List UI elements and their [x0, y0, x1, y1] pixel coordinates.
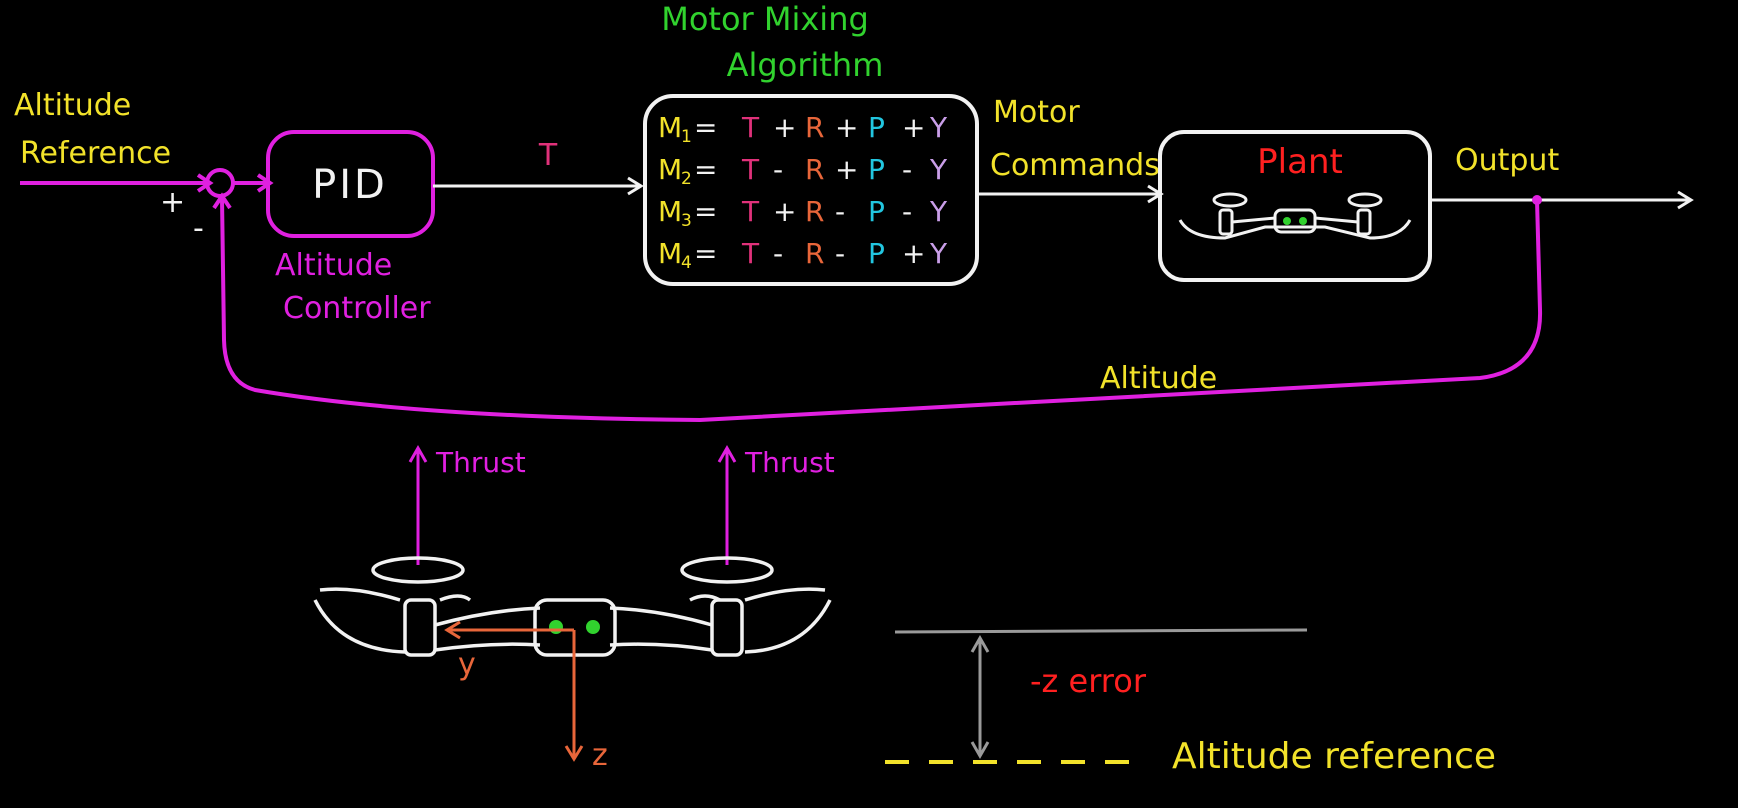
drone-light-left [549, 620, 563, 634]
equation-motor-subscript-4: 4 [681, 253, 692, 273]
drone-illustration [313, 556, 832, 657]
mixing-block [643, 94, 979, 286]
reference-label: Altitude reference [1172, 736, 1496, 777]
axis-z-label: z [592, 738, 608, 773]
pid-caption-line1: Altitude [275, 248, 392, 283]
equation-4-term-2: T [741, 237, 760, 270]
summer-plus: + [160, 185, 185, 220]
pid-block [266, 130, 435, 238]
equation-3-term-6: P [868, 195, 885, 228]
equation-4-term-1: = [694, 237, 717, 270]
plant-block [1158, 130, 1432, 282]
feedback-path [220, 197, 1543, 423]
motor-commands-line1: Motor [993, 95, 1080, 130]
equation-3-term-3: + [773, 195, 796, 228]
equation-4-term-3: - [773, 237, 783, 270]
equation-4-term-4: R [805, 237, 824, 270]
plant-drone-icon [1178, 192, 1412, 240]
equation-motor-4: M [658, 237, 682, 270]
equation-4-term-7: + [902, 237, 925, 270]
thrust-left-label: Thrust [435, 446, 526, 479]
equation-1-term-1: = [694, 111, 717, 144]
equation-4-term-6: P [868, 237, 885, 270]
equation-3-term-5: - [835, 195, 845, 228]
equation-motor-subscript-2: 2 [681, 169, 692, 189]
axis-y-label: y [458, 647, 476, 682]
feedback-arrowhead [212, 192, 232, 210]
equation-1-term-3: + [773, 111, 796, 144]
equation-2-term-1: = [694, 153, 717, 186]
equation-2-term-5: + [835, 153, 858, 186]
mixing-equations: M1=T+R+P+YM2=T-R+P-YM3=T+R-P-YM4=T-R-P+Y [658, 111, 948, 273]
equation-2-term-7: - [902, 153, 912, 186]
error-arrow-bottom-head [970, 741, 990, 760]
equation-4-term-8: Y [929, 237, 948, 270]
error-label: -z error [1030, 662, 1147, 700]
thrust-left-arrowhead [408, 444, 428, 463]
axis-z-arrowhead [564, 745, 584, 762]
equation-1-term-4: R [805, 111, 824, 144]
plant-label: Plant [1257, 142, 1343, 182]
input-label-line1: Altitude [14, 88, 131, 123]
equation-3-term-7: - [902, 195, 912, 228]
plant-drone-light-left [1283, 217, 1291, 225]
motor-commands-line2: Commands [990, 148, 1160, 183]
axis-y-arrowhead [444, 620, 461, 640]
input-label-line2: Reference [20, 136, 171, 171]
equation-motor-subscript-1: 1 [681, 127, 692, 147]
equation-motor-3: M [658, 195, 682, 228]
pid-caption-line2: Controller [283, 291, 431, 326]
equation-2-term-2: T [741, 153, 760, 186]
equation-2-term-8: Y [929, 153, 948, 186]
input-arrowhead [196, 173, 214, 193]
equation-3-term-8: Y [929, 195, 948, 228]
equation-3-term-1: = [694, 195, 717, 228]
equation-motor-subscript-3: 3 [681, 211, 692, 231]
output-arrowhead [1677, 190, 1694, 210]
equation-motor-2: M [658, 153, 682, 186]
feedback-label: Altitude [1100, 361, 1217, 396]
current-altitude-line [894, 628, 1308, 634]
thrust-right-arrowhead [717, 444, 737, 463]
equation-2-term-4: R [805, 153, 824, 186]
title-line2: Algorithm [727, 46, 884, 84]
thrust-right-label: Thrust [744, 446, 835, 479]
equation-1-term-5: + [835, 111, 858, 144]
output-label: Output [1455, 143, 1559, 178]
pid-label: PID [312, 162, 388, 208]
title-line1: Motor Mixing [661, 0, 869, 38]
thrust-signal-label: T [538, 138, 558, 173]
equation-1-term-6: P [868, 111, 885, 144]
equation-3-term-2: T [741, 195, 760, 228]
equation-2-term-6: P [868, 153, 885, 186]
summer-minus: - [193, 211, 204, 246]
thrust-signal-arrowhead [627, 176, 644, 196]
equation-motor-1: M [658, 111, 682, 144]
plant-drone-light-right [1299, 217, 1307, 225]
equation-2-term-3: - [773, 153, 783, 186]
equation-3-term-4: R [805, 195, 824, 228]
error-arrow-top-head [970, 634, 990, 653]
equation-1-term-7: + [902, 111, 925, 144]
equation-1-term-8: Y [929, 111, 948, 144]
equation-4-term-5: - [835, 237, 845, 270]
drone-light-right [586, 620, 600, 634]
equation-1-term-2: T [741, 111, 760, 144]
